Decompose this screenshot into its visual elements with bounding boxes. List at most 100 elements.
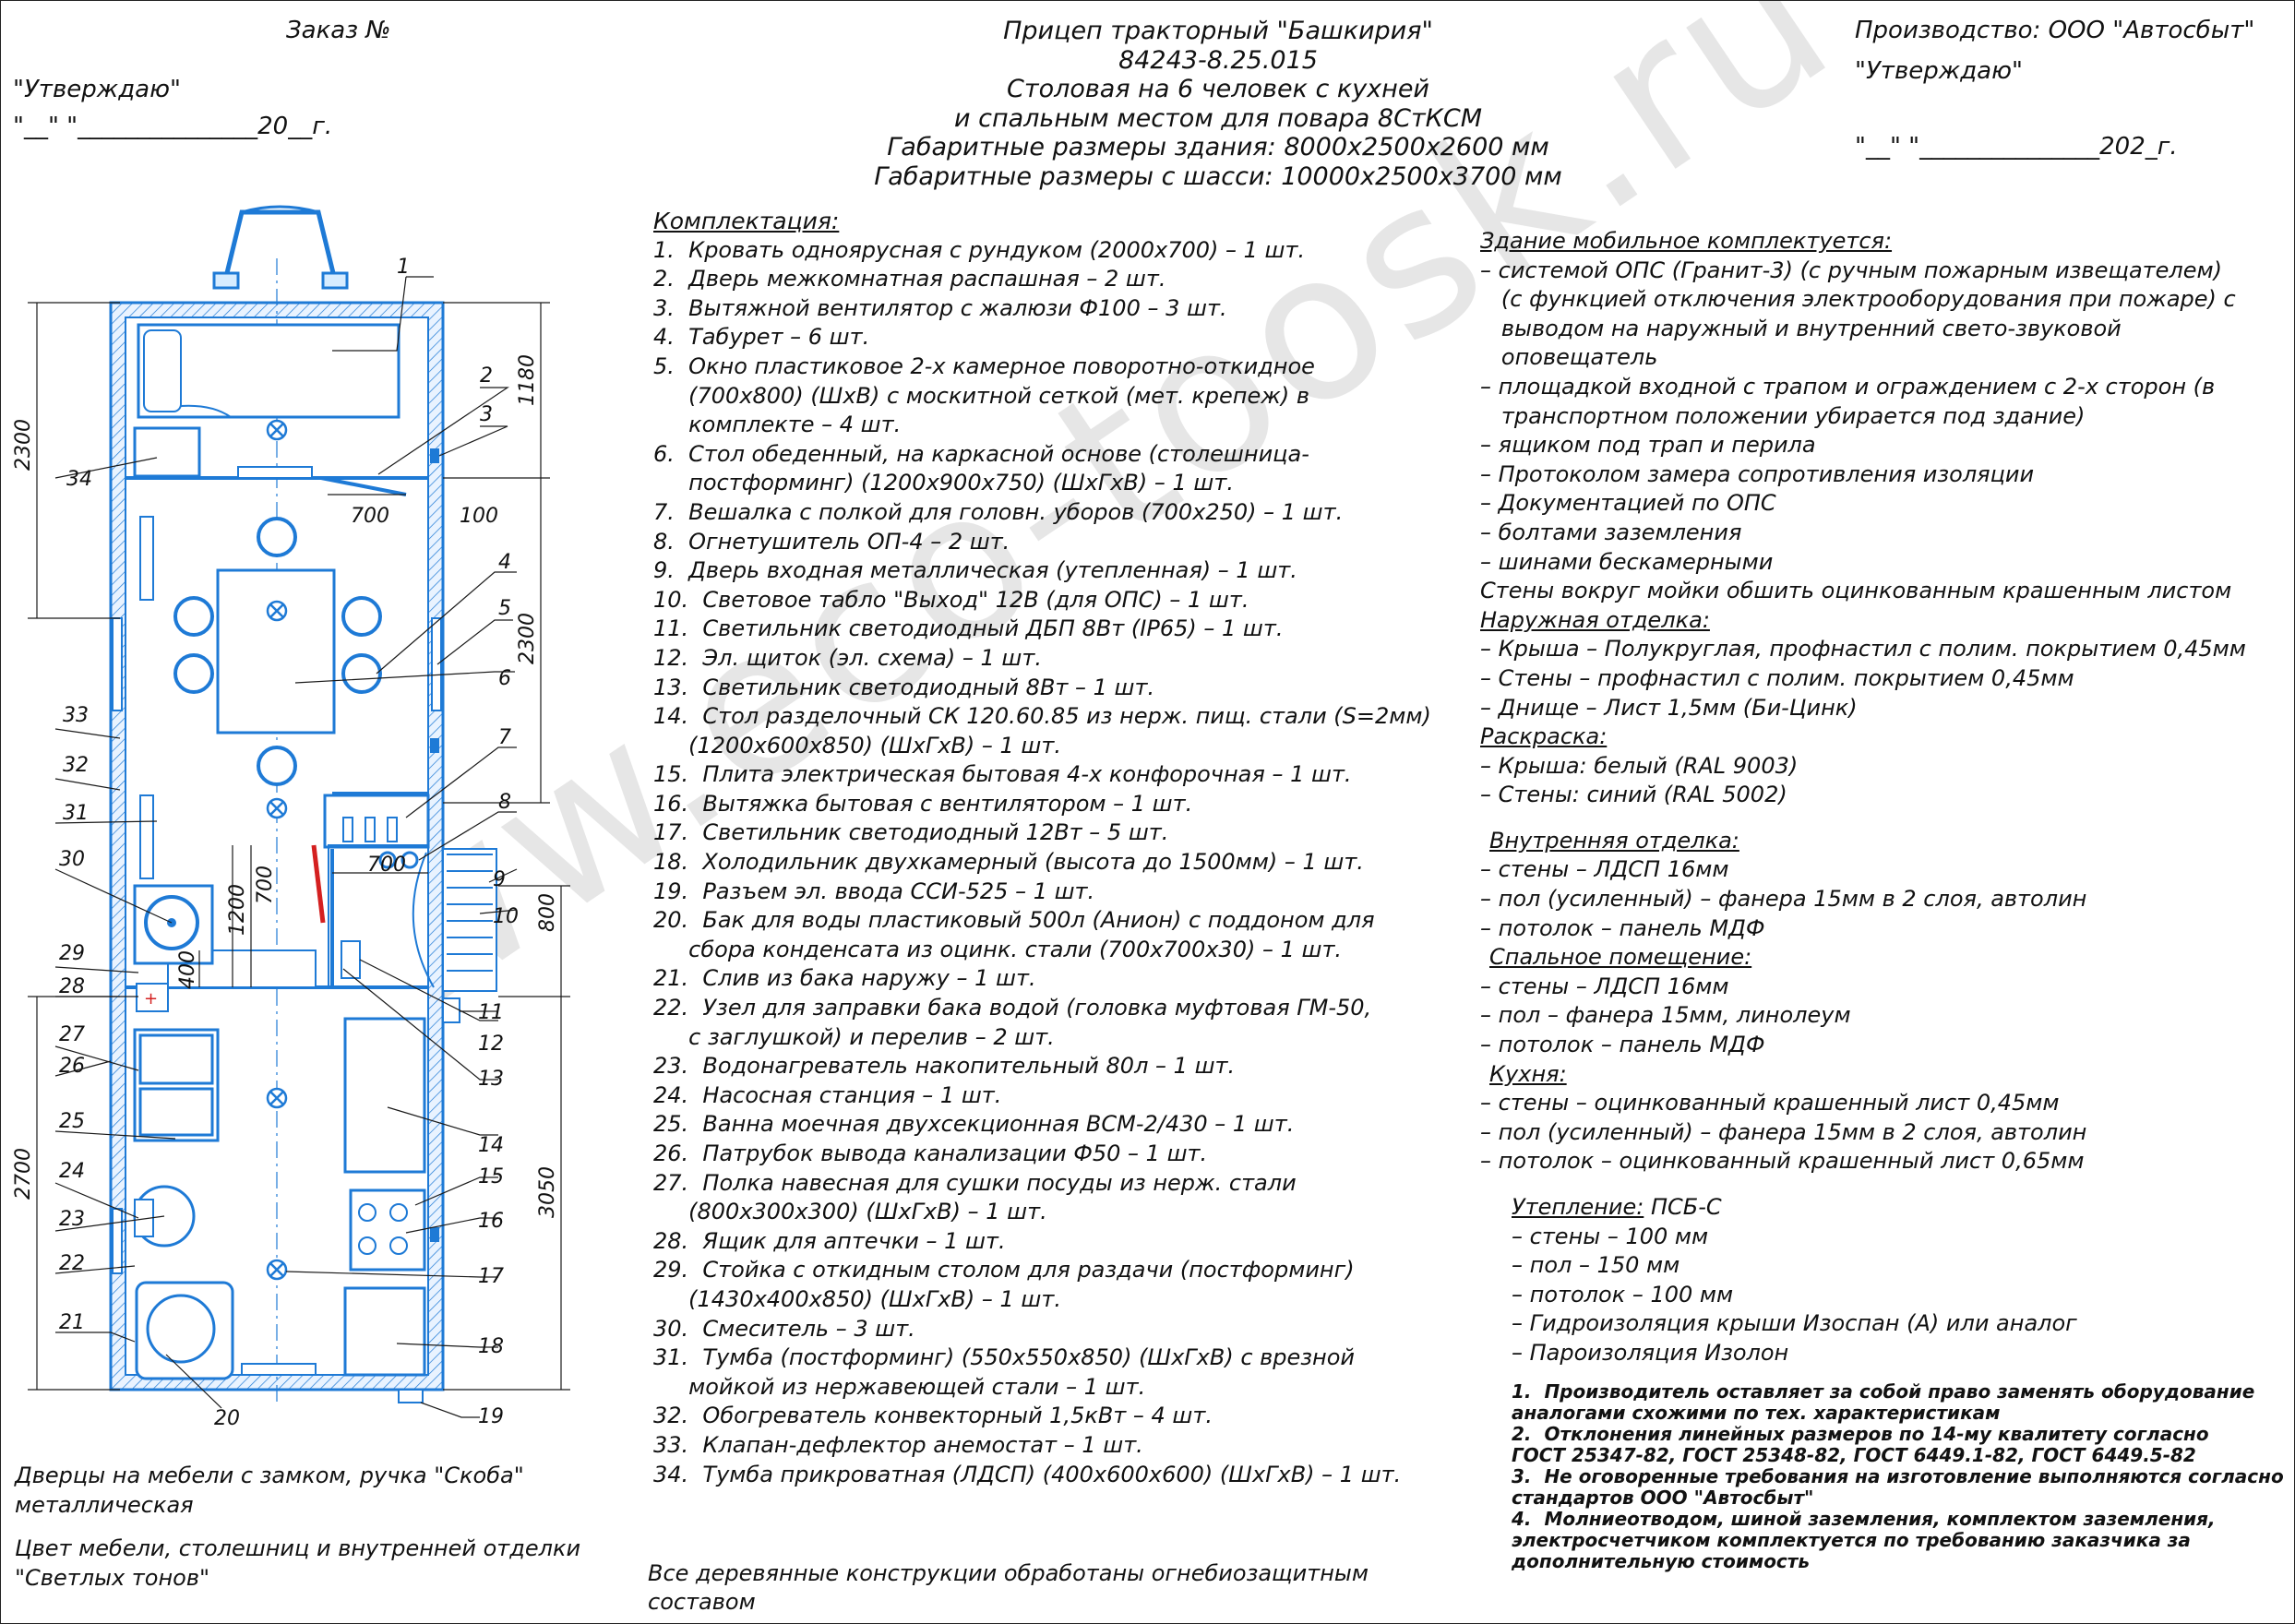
floor-plan: +	[12, 205, 570, 1430]
callout-10: 10	[493, 905, 519, 928]
tow-hitch	[212, 205, 349, 290]
callout-13: 13	[478, 1068, 504, 1091]
callout-4: 4	[498, 551, 511, 574]
building-heading: Здание мобильное комплектуется:	[1480, 228, 1893, 254]
list-item: – пол – 150 мм	[1512, 1252, 1680, 1279]
callout-1: 1	[397, 256, 410, 279]
list-item: 15. Плита электрическая бытовая 4-х конф…	[653, 761, 1352, 788]
dim-700-vert: 700	[254, 866, 277, 904]
list-item: – потолок – панель МДФ	[1480, 1032, 1765, 1058]
exterior-light	[442, 997, 460, 1023]
list-item: 1. Производитель оставляет за собой прав…	[1512, 1379, 2255, 1403]
furniture-note-line: Дверцы на мебели с замком, ручка "Скоба"	[15, 1463, 524, 1488]
title-line: Прицеп тракторный "Башкирия"	[1003, 17, 1433, 45]
vent-grille-bottom	[241, 1363, 317, 1376]
dim-2300-right: 2300	[516, 613, 539, 664]
notes-list: 1. Производитель оставляет за собой прав…	[1480, 1379, 2292, 1572]
first-aid-box	[136, 983, 169, 1012]
insulation-list: – стены – 100 мм– пол – 150 мм– потолок …	[1480, 1223, 2292, 1368]
dim-3050: 3050	[536, 1166, 559, 1218]
paint-list: – Крыша: белый (RAL 9003)– Стены: синий …	[1480, 752, 2292, 810]
bed	[137, 323, 400, 419]
list-item: – Протоколом замера сопротивления изоляц…	[1480, 460, 2035, 487]
list-item: – Стены – профнастил с полим. покрытием …	[1480, 664, 2074, 691]
list-item: (1430x400x850) (ШхГхВ) – 1 шт.	[653, 1285, 1061, 1312]
callout-2: 2	[480, 364, 493, 388]
right-spec: Здание мобильное комплектуется: – систем…	[1480, 227, 2292, 1572]
callout-9: 9	[493, 868, 506, 891]
list-item: – потолок – панель МДФ	[1480, 914, 1765, 941]
list-item: 32. Обогреватель конвекторный 1,5кВт – 4…	[653, 1403, 1213, 1429]
color-note-line: Цвет мебели, столешниц и внутренней отде…	[15, 1535, 581, 1562]
callout-32: 32	[63, 754, 89, 777]
callout-21: 21	[59, 1311, 85, 1334]
list-item: 23. Водонагреватель накопительный 80л – …	[653, 1053, 1236, 1080]
callout-8: 8	[498, 791, 511, 814]
producer-label: Производство: ООО "Автосбыт"	[1855, 17, 2255, 44]
list-item: – Крыша – Полукруглая, профнастил с поли…	[1480, 636, 2246, 663]
list-item: – болтами заземления	[1480, 519, 1742, 545]
callout-20: 20	[214, 1407, 240, 1430]
list-item: – пол – фанера 15мм, линолеум	[1480, 1002, 1851, 1029]
list-item: – Днище – Лист 1,5мм (Би-Цинк)	[1480, 694, 1858, 721]
water-tank-lid	[146, 1294, 216, 1364]
list-item: дополнительную стоимость	[1512, 1549, 1811, 1572]
list-item: мойкой из нержавеющей стали – 1 шт.	[653, 1373, 1146, 1400]
order-number-label: Заказ №	[286, 17, 391, 44]
list-item: 2. Отклонения линейных размеров по 14-му…	[1512, 1422, 2209, 1445]
list-item: 13. Светильник светодиодный 8Вт – 1 шт.	[653, 674, 1155, 700]
list-item: 6. Стол обеденный, на каркасной основе (…	[653, 440, 1309, 467]
callout-16: 16	[478, 1210, 504, 1233]
list-item: (700x800) (ШхВ) с москитной сеткой (мет.…	[653, 382, 1310, 409]
vestibule	[328, 844, 429, 988]
callout-leaders	[54, 276, 518, 1418]
kitchen-list: – стены – оцинкованный крашенный лист 0,…	[1480, 1089, 2292, 1176]
interior-door	[320, 476, 407, 496]
list-item: – потолок – оцинкованный крашенный лист …	[1480, 1148, 2085, 1175]
insulation-label: Утепление:	[1512, 1194, 1644, 1220]
electric-panel	[341, 940, 361, 979]
list-item: – Пароизоляция Изолон	[1512, 1339, 1789, 1366]
stools	[173, 517, 382, 786]
callouts-right: 1 2 3 4 5 6 7 8 9 10 11 12 13 14 15 16 1…	[397, 256, 519, 1428]
callout-11: 11	[478, 1001, 504, 1024]
outer-list: – Крыша – Полукруглая, профнастил с поли…	[1480, 635, 2292, 722]
list-item: 4. Табурет – 6 шт.	[653, 324, 870, 351]
furniture-note: Дверцы на мебели с замком, ручка "Скоба"…	[15, 1462, 580, 1593]
list-item: 19. Разъем эл. ввода ССИ-525 – 1 шт.	[653, 878, 1095, 904]
list-item: 9. Дверь входная металлическая (утепленн…	[653, 557, 1297, 584]
callout-14: 14	[478, 1134, 504, 1157]
wall-markers	[430, 448, 439, 1242]
inner-list: – стены – ЛДСП 16мм – пол (усиленный) – ф…	[1480, 855, 2292, 943]
list-item: 2. Дверь межкомнатная распашная – 2 шт.	[653, 266, 1166, 293]
title-line: Габаритные размеры с шасси: 10000x2500x3…	[874, 161, 1562, 191]
kitchen-heading: Кухня:	[1489, 1060, 1567, 1087]
callout-27: 27	[59, 1023, 85, 1046]
callout-24: 24	[59, 1160, 85, 1183]
list-item: 22. Узел для заправки бака водой (головк…	[653, 995, 1372, 1021]
list-item: 8. Огнетушитель ОП-4 – 2 шт.	[653, 528, 1010, 555]
list-item: комплекте – 4 шт.	[653, 412, 902, 438]
paint-heading: Раскраска:	[1480, 723, 1608, 750]
power-inlet	[398, 1389, 424, 1403]
list-item: 10. Световое табло "Выход" 12В (для ОПС)…	[653, 586, 1249, 613]
callout-15: 15	[478, 1165, 504, 1188]
list-item: 3. Вытяжной вентилятор с жалюзи Ф100 – 3…	[653, 294, 1227, 321]
dim-800: 800	[536, 893, 559, 932]
list-item: – стены – ЛДСП 16мм	[1480, 856, 1729, 883]
list-item: – Крыша: белый (RAL 9003)	[1480, 752, 1799, 779]
list-item: 7. Вешалка с полкой для головн. уборов (…	[653, 498, 1344, 525]
door-swing	[412, 852, 435, 988]
callout-25: 25	[59, 1110, 85, 1133]
list-item: 33. Клапан-дефлектор анемостат – 1 шт.	[653, 1431, 1143, 1458]
title-line: Габаритные размеры здания: 8000x2500x260…	[887, 133, 1549, 162]
exit-sign	[311, 844, 326, 924]
list-item: – пол (усиленный) – фанера 15мм в 2 слоя…	[1480, 886, 2087, 913]
building-list: – системой ОПС (Гранит-3) (с ручным пожа…	[1480, 257, 2292, 606]
kit-heading: Комплектация:	[653, 208, 840, 234]
list-item: 4. Молниеотводом, шиной заземления, комп…	[1512, 1507, 2216, 1530]
callout-29: 29	[59, 942, 85, 965]
dim-700-top: 700	[351, 505, 389, 528]
list-item: – стены – 100 мм	[1512, 1223, 1709, 1249]
double-sink	[133, 1028, 220, 1142]
